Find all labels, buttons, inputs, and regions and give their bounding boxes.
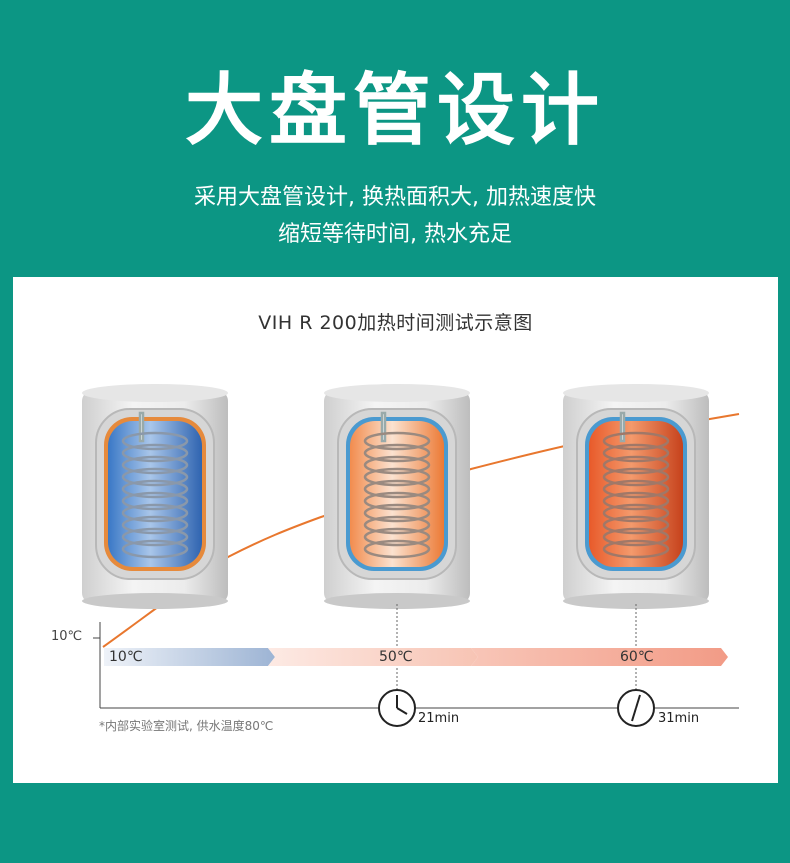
coil-warm <box>363 411 431 559</box>
test-footnote: *内部实验室测试, 供水温度80℃ <box>99 719 274 733</box>
y-axis-label: 10℃ <box>51 629 83 644</box>
clock-icon <box>378 689 416 727</box>
clock-icon <box>617 689 655 727</box>
stage-label-50c: 50℃ <box>379 649 413 665</box>
time-label-31min: 31min <box>658 711 700 726</box>
subtitle-line-1: 采用大盘管设计, 换热面积大, 加热速度快 <box>194 185 596 210</box>
diagram-title: VIH R 200加热时间测试示意图 <box>258 312 533 334</box>
tank-hot <box>563 384 709 609</box>
tank-warm <box>324 384 470 609</box>
coil-cold <box>121 411 189 559</box>
stage-band-50c <box>268 648 478 666</box>
stage-band-10c <box>104 648 275 666</box>
coil-hot <box>602 411 670 559</box>
diagram-card: VIH R 200加热时间测试示意图 <box>13 277 778 783</box>
time-label-21min: 21min <box>418 711 460 726</box>
heating-diagram <box>82 384 740 727</box>
stage-label-60c: 60℃ <box>620 649 654 665</box>
stage-band-60c <box>471 648 728 666</box>
tank-cold <box>82 384 228 609</box>
subtitle-line-2: 缩短等待时间, 热水充足 <box>278 222 512 247</box>
page-title: 大盘管设计 <box>184 66 605 156</box>
stage-label-10c: 10℃ <box>109 649 143 665</box>
